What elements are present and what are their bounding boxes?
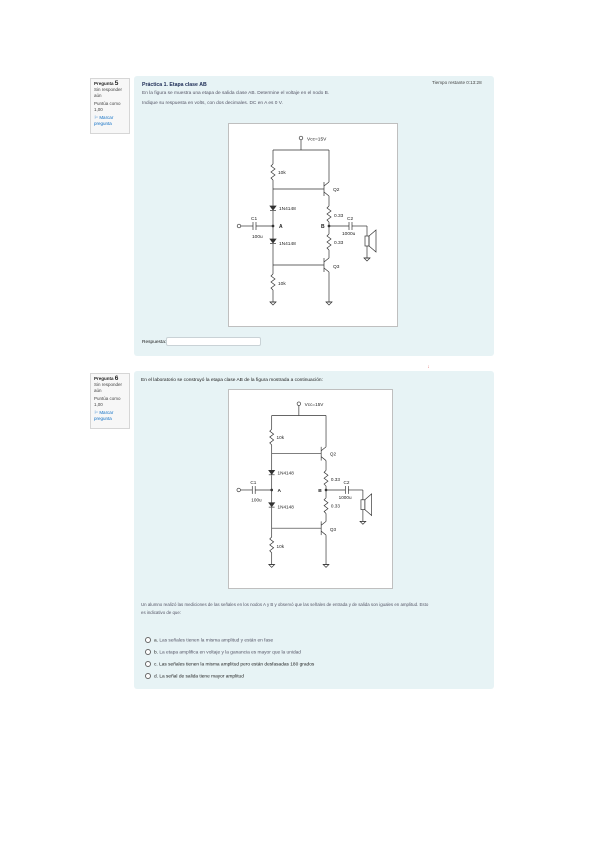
r2-label: 10k bbox=[278, 281, 286, 287]
question-points: Puntúa como 1,00 bbox=[94, 101, 121, 112]
node-b-label: B bbox=[318, 488, 322, 494]
diode-d2 bbox=[268, 502, 276, 508]
question-title: Práctica 1. Etapa clase AB bbox=[142, 82, 207, 88]
diode-d1 bbox=[268, 470, 276, 475]
answer-input[interactable] bbox=[166, 337, 261, 346]
input-terminal bbox=[236, 487, 241, 493]
c2-label: C2 bbox=[347, 216, 353, 222]
r1-label: 10k bbox=[277, 435, 285, 440]
question-text: es indicativo de que: bbox=[141, 610, 182, 615]
c1-label: C1 bbox=[251, 216, 257, 222]
circuit-svg: Vcc=15V 10k Q2 1N4148 0.33 C1 100u A B bbox=[236, 135, 377, 306]
resistor-r1 bbox=[270, 163, 276, 181]
ground-icon bbox=[363, 257, 371, 262]
question-status: Sin responder aún bbox=[94, 382, 123, 393]
diode-d2 bbox=[269, 238, 277, 244]
question-text: Un alumno realizó las mediciones de las … bbox=[141, 602, 429, 607]
circuit-svg: Vcc=15V 10k Q2 1N4148 0.33 C1 100u A B bbox=[236, 401, 372, 568]
vcc-label: Vcc=15V bbox=[305, 402, 325, 407]
question-text: Indique su respuesta en volts, con dos d… bbox=[142, 101, 283, 106]
re2-label: 0.33 bbox=[331, 504, 340, 509]
resistor-r1 bbox=[269, 428, 275, 446]
node-dot bbox=[271, 224, 275, 228]
resistor-re2 bbox=[323, 497, 329, 514]
node-dot bbox=[270, 488, 274, 492]
question-number: Pregunta 6 bbox=[94, 375, 119, 382]
flag-marker: ⁞ bbox=[428, 364, 430, 369]
re2-label: 0.33 bbox=[334, 240, 344, 246]
q3-label: Q3 bbox=[333, 264, 340, 270]
q2-label: Q2 bbox=[330, 452, 337, 457]
flag-question-link[interactable]: ⚐ Marcar pregunta bbox=[94, 115, 114, 126]
question-info-box: Pregunta 5 Sin responder aún Puntúa como… bbox=[90, 78, 130, 134]
re1-label: 0.33 bbox=[331, 477, 340, 482]
vcc-terminal bbox=[296, 401, 301, 406]
circuit-diagram: Vcc=15V 10k Q2 1N4148 0.33 C1 100u A B bbox=[228, 123, 398, 327]
option-d[interactable]: d. La señal de salida tiene mayor amplit… bbox=[145, 673, 244, 680]
answer-label: Respuesta: bbox=[142, 340, 167, 345]
ground-icon bbox=[322, 564, 330, 568]
resistor-r2 bbox=[269, 536, 275, 553]
radio-button[interactable] bbox=[145, 649, 151, 655]
resistor-re1 bbox=[323, 470, 329, 487]
radio-button[interactable] bbox=[145, 673, 151, 679]
question-points: Puntúa como 1,00 bbox=[94, 396, 121, 407]
radio-button[interactable] bbox=[145, 661, 151, 667]
r2-label: 10k bbox=[277, 544, 285, 549]
speaker-icon bbox=[364, 235, 370, 247]
speaker-icon bbox=[360, 499, 366, 510]
flag-icon: ⚐ bbox=[94, 410, 99, 415]
ground-icon bbox=[267, 564, 276, 568]
re1-label: 0.33 bbox=[334, 213, 344, 219]
d2-label: 1N4148 bbox=[279, 241, 296, 247]
radio-button[interactable] bbox=[145, 637, 151, 643]
resistor-re1 bbox=[326, 205, 332, 223]
ground-icon bbox=[359, 521, 367, 525]
option-b[interactable]: b. La etapa amplifica en voltaje y la ga… bbox=[145, 649, 301, 656]
d1-label: 1N4148 bbox=[278, 470, 295, 475]
input-terminal bbox=[236, 223, 242, 229]
circuit-diagram: Vcc=15V 10k Q2 1N4148 0.33 C1 100u A B bbox=[228, 389, 393, 589]
d1-label: 1N4148 bbox=[279, 206, 296, 212]
question-number: Pregunta 5 bbox=[94, 80, 119, 87]
q3-label: Q3 bbox=[330, 527, 337, 532]
flag-icon: ⚐ bbox=[94, 115, 99, 120]
resistor-r2 bbox=[270, 273, 276, 291]
q2-label: Q2 bbox=[333, 187, 340, 193]
ground-icon bbox=[269, 301, 277, 306]
question-text: En el laboratorio se construyó la etapa … bbox=[141, 378, 323, 383]
question-text: En la figura se muestra una etapa de sal… bbox=[142, 91, 330, 96]
c1-value: 100u bbox=[251, 498, 262, 503]
c2-value: 1000u bbox=[342, 231, 356, 237]
c1-value: 100u bbox=[252, 234, 263, 240]
flag-question-link[interactable]: ⚐ Marcar pregunta bbox=[94, 410, 114, 421]
question-status: Sin responder aún bbox=[94, 87, 123, 98]
r1-label: 10k bbox=[278, 170, 286, 176]
node-a-label: A bbox=[278, 488, 282, 494]
c2-label: C2 bbox=[343, 480, 349, 485]
vcc-label: Vcc=15V bbox=[307, 137, 327, 143]
option-c[interactable]: c. Las señales tienen la misma amplitud … bbox=[145, 661, 314, 668]
timer: Tiempo restante 0:13:28 bbox=[432, 80, 482, 85]
ground-icon bbox=[325, 301, 333, 306]
d2-label: 1N4148 bbox=[278, 505, 295, 510]
node-a-label: A bbox=[279, 224, 283, 230]
question-info-box: Pregunta 6 Sin responder aún Puntúa como… bbox=[90, 373, 130, 429]
resistor-re2 bbox=[326, 233, 332, 251]
diode-d1 bbox=[269, 205, 277, 211]
vcc-terminal bbox=[298, 135, 304, 141]
c2-value: 1000u bbox=[339, 495, 352, 500]
c1-label: C1 bbox=[250, 480, 256, 485]
option-a[interactable]: a. Las señales tienen la misma amplitud … bbox=[145, 637, 273, 644]
node-b-label: B bbox=[321, 224, 325, 230]
